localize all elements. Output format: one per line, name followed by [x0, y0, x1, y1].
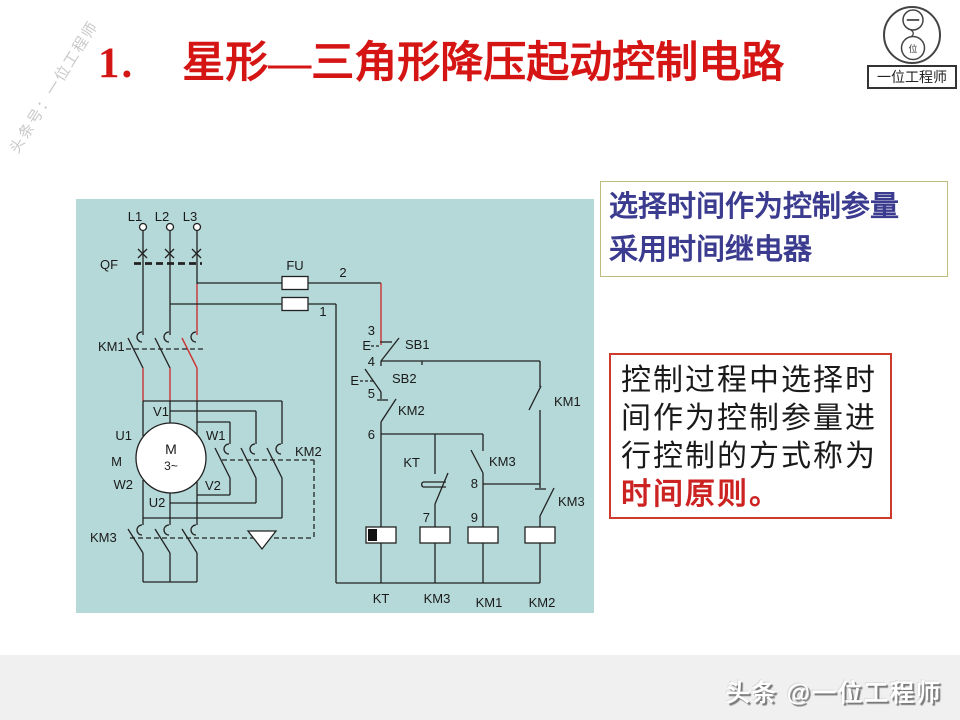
control-bus [335, 283, 540, 584]
circuit-label-KM3: KM3 [424, 591, 451, 606]
km1-main-contacts [126, 272, 206, 401]
km1-coil [467, 526, 499, 583]
watermark-text: 头条号：一位工程师 [7, 18, 103, 157]
circuit-label-U1: U1 [115, 428, 132, 443]
circuit-label-5: 5 [368, 386, 375, 401]
kt-delay-contact [421, 434, 449, 527]
circuit-label-L2: L2 [155, 209, 169, 224]
logo-box [867, 65, 957, 89]
circuit-label-KM1: KM1 [554, 394, 581, 409]
delta-loops-top [143, 400, 283, 444]
note-green-line1: 选择时间作为控制参量 [609, 191, 900, 223]
km2-nc-contact [377, 392, 397, 434]
circuit-label-6: 6 [368, 427, 375, 442]
kt-coil [365, 526, 397, 583]
sb2-start-button [360, 361, 382, 393]
note-red-body: 控制过程中选择时间作为控制参量进行控制的方式称为 [621, 364, 877, 473]
circuit-label-2: 2 [339, 265, 346, 280]
logo-top-char: 一 [906, 13, 919, 28]
title-number: 1. [98, 40, 135, 87]
star-delta-circuit-diagram: L1L2L3QFFU21KM13ESB14ESB25KM26KTKM3897KM… [90, 209, 585, 610]
motor-symbol [135, 422, 207, 494]
motor-feed-wires [142, 401, 198, 436]
circuit-label-W2: W2 [114, 477, 134, 492]
circuit-label-KT: KT [403, 455, 420, 470]
node4-branch [381, 360, 540, 365]
brand-logo: 一 位 一位工程师 [866, 4, 958, 90]
circuit-label-L3: L3 [183, 209, 197, 224]
circuit-label-M: M [111, 454, 122, 469]
circuit-label-V2: V2 [205, 478, 221, 493]
note-box-time-principle: 控制过程中选择时间作为控制参量进行控制的方式称为时间原则。 [609, 353, 892, 519]
qf-breaker [134, 248, 202, 265]
logo-bottom-circle-icon [900, 35, 926, 61]
circuit-label-E: E [350, 373, 359, 388]
logo-seal-char: 位 [908, 43, 917, 54]
mechanical-link [246, 460, 315, 551]
circuit-label-9: 9 [471, 510, 478, 525]
logo-top-circle-icon [902, 9, 924, 31]
circuit-label-4: 4 [368, 354, 375, 369]
km3-coil [419, 526, 451, 583]
circuit-label-KM1: KM1 [476, 595, 503, 610]
note-box-time-parameter: 选择时间作为控制参量 采用时间继电器 [600, 181, 948, 277]
km3-nc-contact [535, 487, 555, 527]
circuit-label-3: 3 [368, 323, 375, 338]
note-red-highlight: 时间原则 [621, 478, 749, 511]
footer-byline: 头条 @一位工程师 [725, 680, 942, 707]
km2-delta-contacts [214, 443, 314, 518]
circuit-label-8: 8 [471, 476, 478, 491]
circuit-label-KM2: KM2 [529, 595, 556, 610]
circuit-label-QF: QF [100, 257, 118, 272]
km3-star-contacts [127, 524, 314, 583]
circuit-label-7: 7 [423, 510, 430, 525]
delta-loops-bottom [142, 480, 282, 525]
brand-logo-graphic: 一 位 一位工程师 [867, 6, 957, 89]
circuit-label-M: M [165, 441, 177, 457]
supply-terminals [138, 222, 202, 272]
sb1-stop-button [371, 337, 400, 362]
circuit-label-E: E [362, 338, 371, 353]
circuit-label-L1: L1 [128, 209, 142, 224]
page-title: 1. 星形—三角形降压起动控制电路 [98, 28, 898, 90]
km3-no-contact [470, 434, 540, 527]
circuit-label-W1: W1 [206, 428, 226, 443]
circuit-label-KM3: KM3 [90, 530, 117, 545]
title-text: 星形—三角形降压起动控制电路 [182, 40, 785, 87]
bottom-gray-band [0, 655, 960, 720]
circuit-label-SB2: SB2 [392, 371, 417, 386]
note-red-period: 。 [749, 478, 781, 511]
circuit-label-SB1: SB1 [405, 337, 430, 352]
circuit-label-KM3: KM3 [558, 494, 585, 509]
circuit-label-V1: V1 [153, 404, 169, 419]
circuit-label-3~: 3~ [164, 459, 178, 473]
logo-box-label: 一位工程师 [877, 70, 947, 86]
km1-no-contact [528, 361, 542, 488]
node6-branch [380, 433, 483, 527]
circuit-label-FU: FU [286, 258, 303, 273]
circuit-label-KM2: KM2 [398, 403, 425, 418]
circuit-label-KM1: KM1 [98, 339, 125, 354]
km2-coil [524, 526, 556, 583]
note-green-line2: 采用时间继电器 [609, 234, 813, 266]
circuit-label-KM2: KM2 [295, 444, 322, 459]
fuse-fu [170, 275, 381, 312]
circuit-label-1: 1 [319, 304, 326, 319]
circuit-label-KT: KT [373, 591, 390, 606]
circuit-label-KM3: KM3 [489, 454, 516, 469]
logo-outer-circle-icon [883, 6, 941, 64]
circuit-label-U2: U2 [149, 495, 166, 510]
